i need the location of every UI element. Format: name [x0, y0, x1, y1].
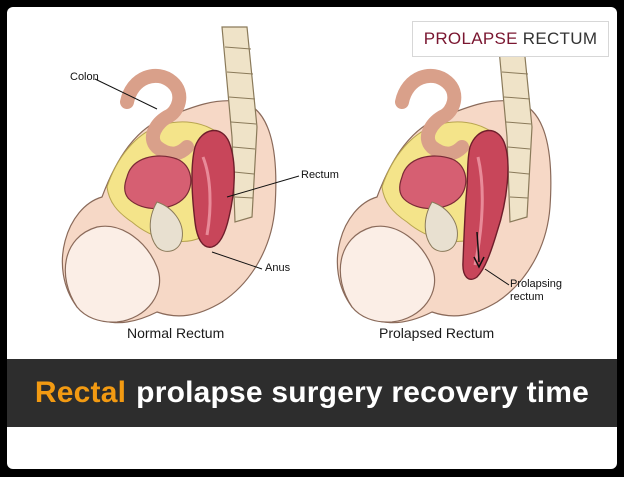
leader-lines — [94, 78, 510, 286]
prolapsed-rectum-figure — [336, 26, 552, 324]
caption-prolapsed-rectum: Prolapsed Rectum — [379, 325, 495, 341]
caption-normal-rectum: Normal Rectum — [127, 325, 225, 341]
image-frame: Colon Rectum Anus Prolapsing rectum Norm… — [7, 7, 617, 469]
tag-accent-text: PROLAPSE — [423, 29, 518, 48]
label-colon: Colon — [70, 71, 99, 83]
banner-highlight: Rectal — [34, 376, 127, 409]
normal-rectum-figure — [61, 26, 277, 324]
tag-rest-text: RECTUM — [522, 29, 598, 48]
label-rectum: Rectum — [301, 169, 339, 181]
title-banner: Rectal prolapse surgery recovery time — [7, 359, 617, 427]
label-anus: Anus — [265, 262, 291, 274]
banner-title: prolapse surgery recovery time — [136, 376, 590, 409]
category-tag: PROLAPSE RECTUM — [412, 21, 609, 57]
label-prolapsing-rectum: rectum — [510, 291, 544, 303]
label-prolapsing: Prolapsing — [510, 278, 562, 290]
anatomy-illustration — [61, 26, 552, 324]
